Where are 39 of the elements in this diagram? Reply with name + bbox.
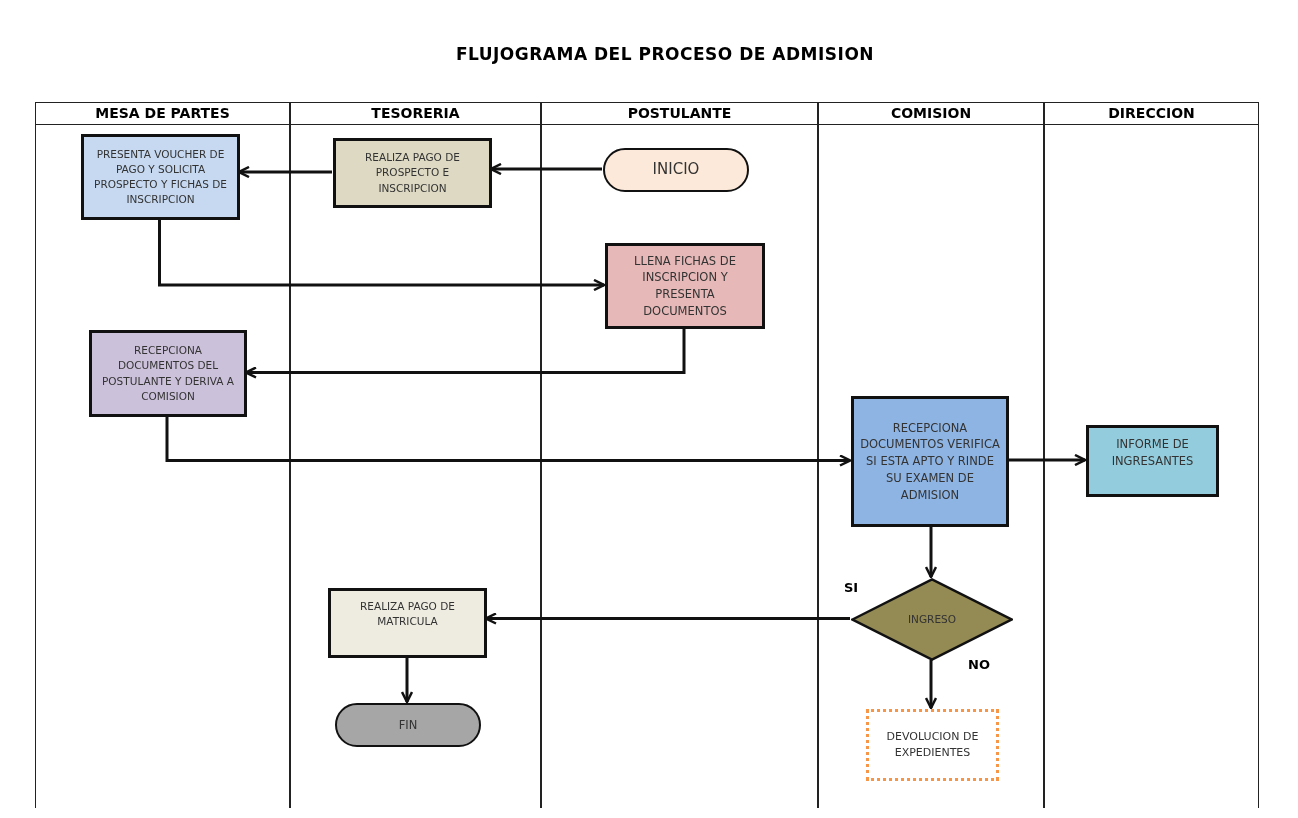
node-text: REALIZA PAGO DE MATRICULA: [359, 599, 456, 630]
lane-header: COMISION: [819, 103, 1043, 125]
swimlane: [35, 102, 290, 808]
node-text: PRESENTA VOUCHER DE PAGO Y SOLICITA PROSPECTO Y FICHAS DE INSCRIPCION: [93, 146, 228, 208]
dotted-box: [866, 709, 999, 781]
process-box: [333, 138, 492, 208]
node-text: RECEPCIONA DOCUMENTOS DEL POSTULANTE Y DERIVA A COMISION: [101, 343, 235, 404]
edge-label: NO: [966, 657, 992, 672]
lane-header: DIRECCION: [1045, 103, 1258, 125]
swimlane: [818, 102, 1044, 808]
diagram-title: FLUJOGRAMA DEL PROCESO DE ADMISION: [454, 44, 876, 64]
terminal-pill: [603, 148, 749, 192]
node-text: FIN: [397, 716, 419, 734]
node-text: REALIZA PAGO DE PROSPECTO E INSCRIPCION: [364, 150, 461, 196]
arrow: [400, 657, 414, 704]
arrow: [924, 660, 938, 710]
node-text: DEVOLUCION DE EXPEDIENTES: [885, 729, 980, 761]
lane-header: MESA DE PARTES: [36, 103, 289, 125]
process-box: [328, 588, 487, 658]
process-box: [605, 243, 765, 329]
lane-header: TESORERIA: [291, 103, 540, 125]
swimlane: [1044, 102, 1259, 808]
process-box: [89, 330, 247, 417]
node-text: LLENA FICHAS DE INSCRIPCION Y PRESENTA DOCUMENTOS: [633, 252, 737, 320]
lane-header: POSTULANTE: [542, 103, 817, 125]
terminal-pill: [335, 703, 481, 747]
process-box: [851, 396, 1009, 527]
arrow: [924, 526, 938, 579]
arrow: [165, 416, 852, 467]
process-box: [1086, 425, 1219, 497]
node-text: INGRESO: [907, 611, 957, 627]
swimlane: [541, 102, 818, 808]
node-text: INFORME DE INGRESANTES: [1110, 436, 1195, 470]
arrow: [158, 219, 606, 292]
process-box: [81, 134, 240, 220]
swimlane: [290, 102, 541, 808]
node-text: RECEPCIONA DOCUMENTOS VERIFICA SI ESTA APTO Y RINDE SU EXAMEN DE ADMISION: [859, 419, 1001, 504]
node-text: INICIO: [651, 159, 701, 181]
arrow: [1008, 453, 1087, 467]
